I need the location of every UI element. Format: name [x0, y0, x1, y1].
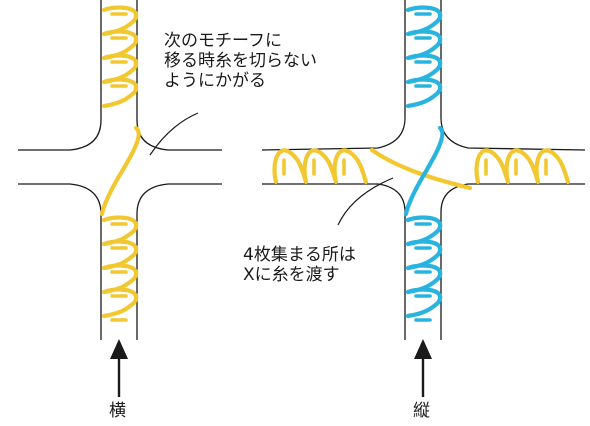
left-yellow-stitches: [99, 5, 141, 322]
middle-note-leader: [337, 177, 394, 226]
right-arrow: [414, 339, 432, 397]
left-crossing-thread: [99, 125, 141, 217]
right-right-whip-stitch: [474, 148, 571, 185]
right-blue-stitches: [403, 5, 445, 322]
left-arrow: [110, 339, 128, 397]
left-top-whip-stitch: [101, 5, 139, 109]
top-note-leader: [149, 112, 199, 156]
right-left-whip-stitch: [272, 148, 369, 185]
top-note: 次のモチーフに 移る時糸を切らない ようにかがる: [164, 31, 317, 92]
leader-lines: [149, 112, 394, 226]
right-label: 縦: [413, 401, 430, 421]
left-label: 横: [109, 401, 126, 421]
left-bottom-whip-stitch: [101, 215, 139, 319]
left-motif-outline: [18, 0, 222, 340]
middle-note: 4枚集まる所は Xに糸を渡す: [243, 245, 356, 286]
right-yellow-stitches: [272, 147, 571, 191]
right-bottom-whip-stitch: [405, 215, 443, 319]
right-top-whip-stitch: [405, 5, 443, 109]
right-yellow-crossing-thread: [369, 147, 473, 191]
right-blue-crossing-thread: [403, 125, 445, 217]
